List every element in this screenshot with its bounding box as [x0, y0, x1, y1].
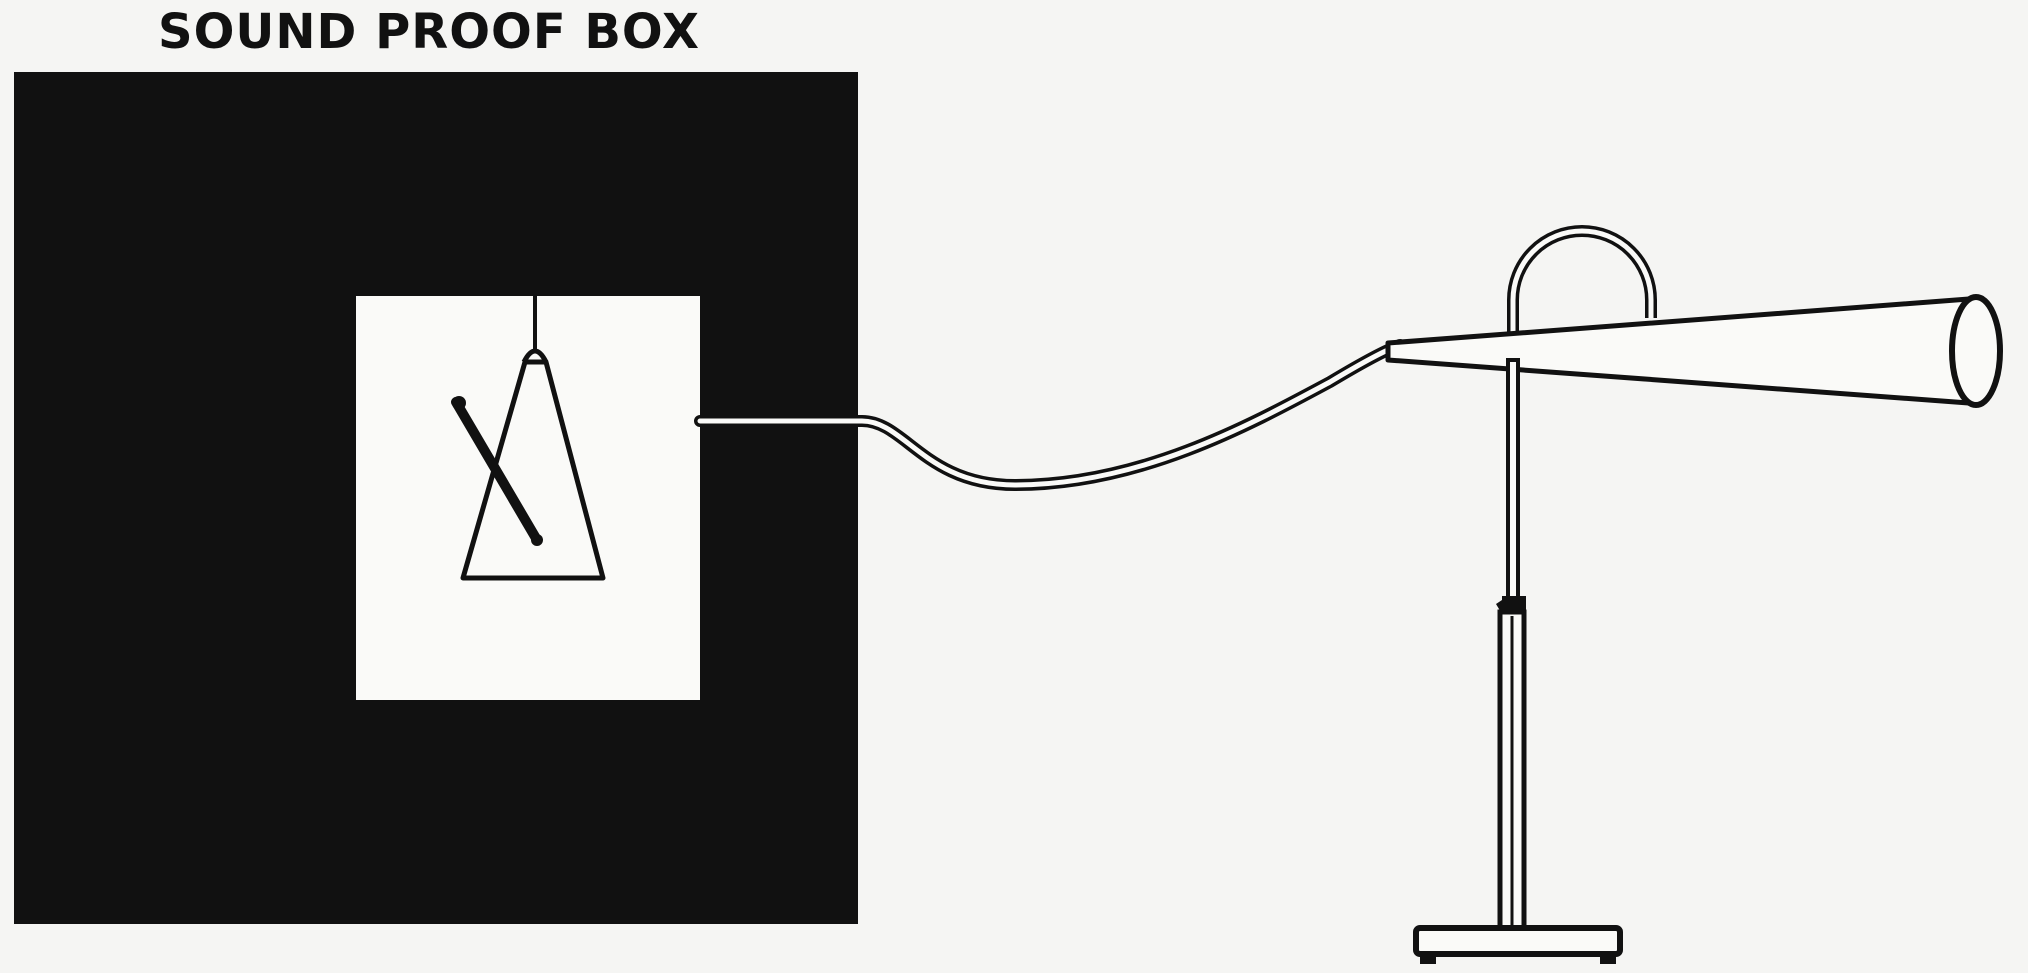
stand	[1413, 358, 1623, 964]
horn	[1385, 294, 2003, 408]
tube	[694, 339, 1406, 492]
stand-hook	[1507, 225, 1657, 600]
metronome-icon	[451, 296, 606, 581]
box-label: SOUND PROOF BOX	[158, 4, 701, 60]
